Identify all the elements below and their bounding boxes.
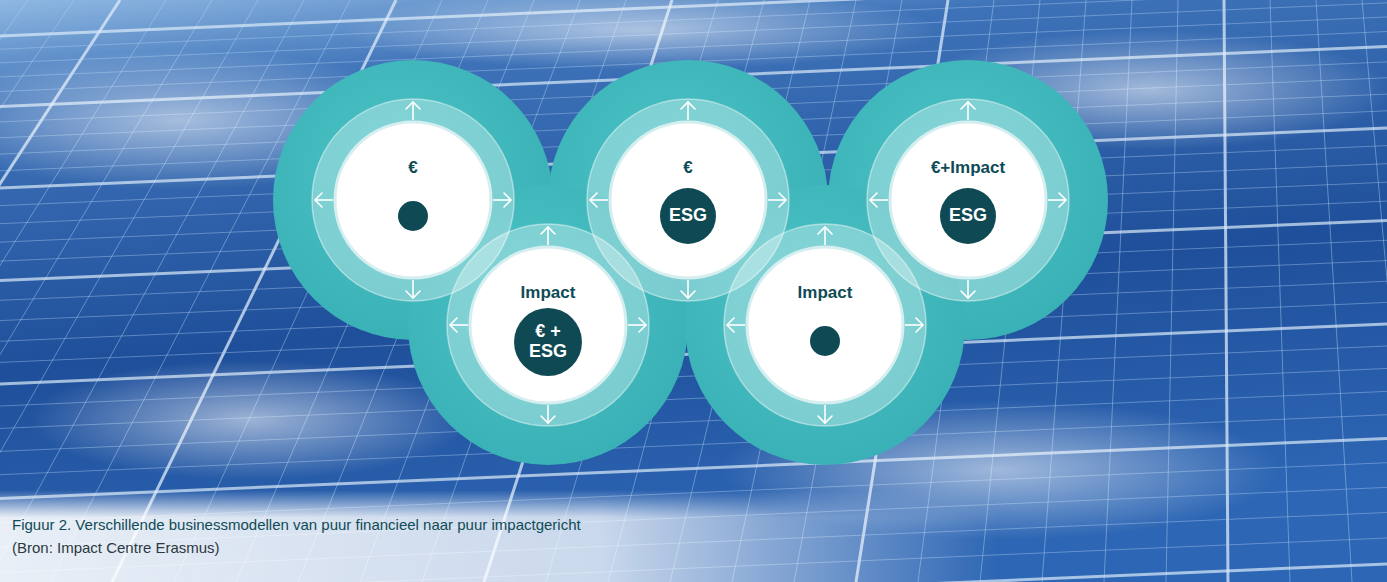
arrow-shaft — [687, 280, 689, 298]
inner-disc — [470, 247, 626, 403]
circle-label: € — [683, 159, 692, 178]
arrow-shaft — [870, 199, 888, 201]
arrow-shaft — [824, 405, 826, 423]
arrow-head — [504, 193, 511, 207]
arrow-shaft — [315, 199, 333, 201]
outer-discs — [273, 60, 1108, 465]
arrow-head — [818, 227, 832, 234]
arrow-head — [779, 193, 786, 207]
arrow-shaft — [628, 324, 646, 326]
center-dot — [810, 326, 840, 356]
arrow-head — [727, 318, 734, 332]
center-dot — [398, 201, 428, 231]
middle-ring — [724, 224, 926, 426]
category-dot: ESG — [660, 188, 716, 244]
arrow-head — [315, 193, 322, 207]
dot-label: € + ESG — [527, 322, 569, 362]
circle-label: Impact — [521, 284, 576, 303]
arrow-shaft — [967, 102, 969, 120]
caption-backdrop — [0, 490, 1000, 582]
arrow-shaft — [768, 199, 786, 201]
circle-label: € — [408, 159, 417, 178]
dot-label: ESG — [669, 206, 707, 226]
figure-caption: Figuur 2. Verschillende businessmodellen… — [12, 516, 581, 533]
arrow-shaft — [727, 324, 745, 326]
dot-label: ESG — [949, 206, 987, 226]
arrow-shaft — [1048, 199, 1066, 201]
arrow-head — [681, 102, 695, 109]
arrow-shaft — [590, 199, 608, 201]
arrow-head — [870, 193, 877, 207]
arrow-head — [681, 291, 695, 298]
arrow-head — [916, 318, 923, 332]
model-circle: Impact — [723, 223, 927, 427]
middle-ring — [447, 224, 649, 426]
arrow-shaft — [412, 280, 414, 298]
arrow-head — [961, 102, 975, 109]
arrow-head — [1059, 193, 1066, 207]
inner-disc — [890, 122, 1046, 278]
category-dot: ESG — [940, 188, 996, 244]
arrow-shaft — [493, 199, 511, 201]
arrow-head — [406, 102, 420, 109]
circle-rings — [723, 223, 927, 427]
arrow-head — [541, 227, 555, 234]
arrow-shaft — [824, 227, 826, 245]
arrow-head — [639, 318, 646, 332]
arrow-head — [450, 318, 457, 332]
circle-label: €+Impact — [931, 159, 1005, 178]
arrow-head — [590, 193, 597, 207]
arrow-head — [818, 416, 832, 423]
category-dot: € + ESG — [514, 308, 582, 376]
inner-disc — [335, 122, 491, 278]
circle-label: Impact — [798, 284, 853, 303]
arrow-shaft — [547, 227, 549, 245]
arrow-shaft — [412, 102, 414, 120]
inner-disc — [610, 122, 766, 278]
arrow-shaft — [687, 102, 689, 120]
arrow-head — [961, 291, 975, 298]
panel-glare — [0, 0, 1387, 540]
arrow-head — [406, 291, 420, 298]
arrow-shaft — [450, 324, 468, 326]
panel-glare — [30, 360, 470, 480]
source-note: (Bron: Impact Centre Erasmus) — [12, 539, 220, 556]
arrow-head — [541, 416, 555, 423]
inner-disc — [747, 247, 903, 403]
arrow-shaft — [967, 280, 969, 298]
arrow-shaft — [905, 324, 923, 326]
arrow-shaft — [547, 405, 549, 423]
panel-glare — [340, 0, 940, 70]
model-circle: Impact € + ESG — [446, 223, 650, 427]
